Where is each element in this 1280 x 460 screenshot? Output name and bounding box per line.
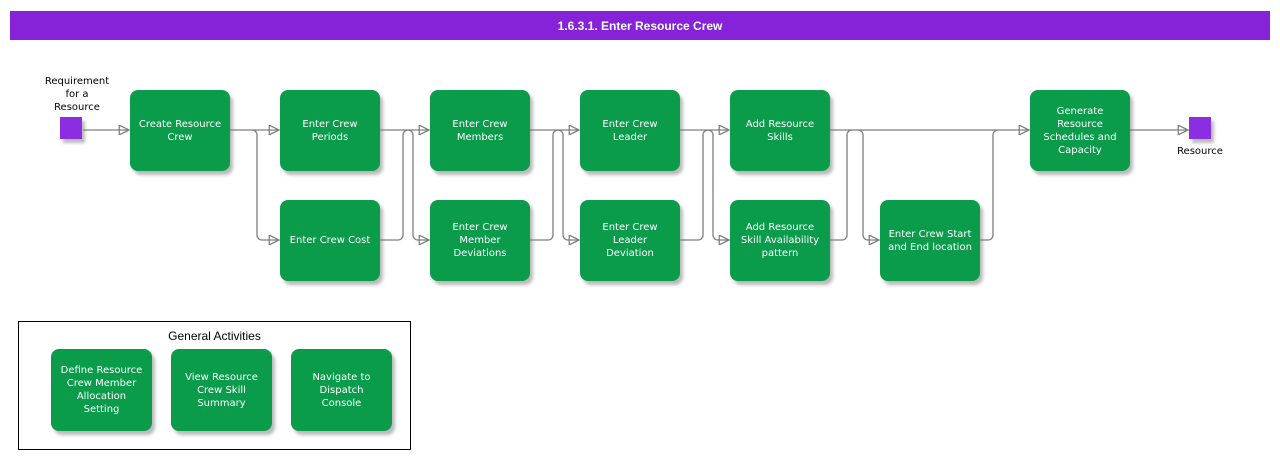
start-event-square: [60, 117, 82, 139]
end-event-square: [1189, 117, 1211, 139]
process-node-enter-crew-periods[interactable]: Enter Crew Periods: [280, 90, 380, 171]
start-event-label: Requirement for a Resource: [44, 76, 110, 113]
process-node-generate-resource-schedules-and-capacity[interactable]: Generate Resource Schedules and Capacity: [1030, 90, 1130, 171]
process-node-add-resource-skills[interactable]: Add Resource Skills: [730, 90, 830, 171]
process-node-enter-crew-start-and-end-location[interactable]: Enter Crew Start and End location: [880, 200, 980, 281]
process-node-enter-crew-leader[interactable]: Enter Crew Leader: [580, 90, 680, 171]
diagram-title: 1.6.3.1. Enter Resource Crew: [557, 18, 723, 33]
general-activities-panel: General Activities Define Resource Crew …: [18, 321, 411, 450]
process-node-enter-crew-cost[interactable]: Enter Crew Cost: [280, 200, 380, 281]
activity-node-define-resource-crew-member-allocation-setting[interactable]: Define Resource Crew Member Allocation S…: [51, 349, 152, 431]
process-node-enter-crew-members[interactable]: Enter Crew Members: [430, 90, 530, 171]
activity-node-navigate-to-dispatch-console[interactable]: Navigate to Dispatch Console: [291, 349, 392, 431]
end-event-label: Resource: [1177, 146, 1223, 157]
diagram-title-bar: 1.6.3.1. Enter Resource Crew: [10, 11, 1270, 40]
process-node-enter-crew-member-deviations[interactable]: Enter Crew Member Deviations: [430, 200, 530, 281]
activity-node-view-resource-crew-skill-summary[interactable]: View Resource Crew Skill Summary: [171, 349, 272, 431]
process-node-add-resource-skill-availability-pattern[interactable]: Add Resource Skill Availability pattern: [730, 200, 830, 281]
process-node-create-resource-crew[interactable]: Create Resource Crew: [130, 90, 230, 171]
process-node-enter-crew-leader-deviation[interactable]: Enter Crew Leader Deviation: [580, 200, 680, 281]
general-activities-title: General Activities: [168, 329, 261, 343]
